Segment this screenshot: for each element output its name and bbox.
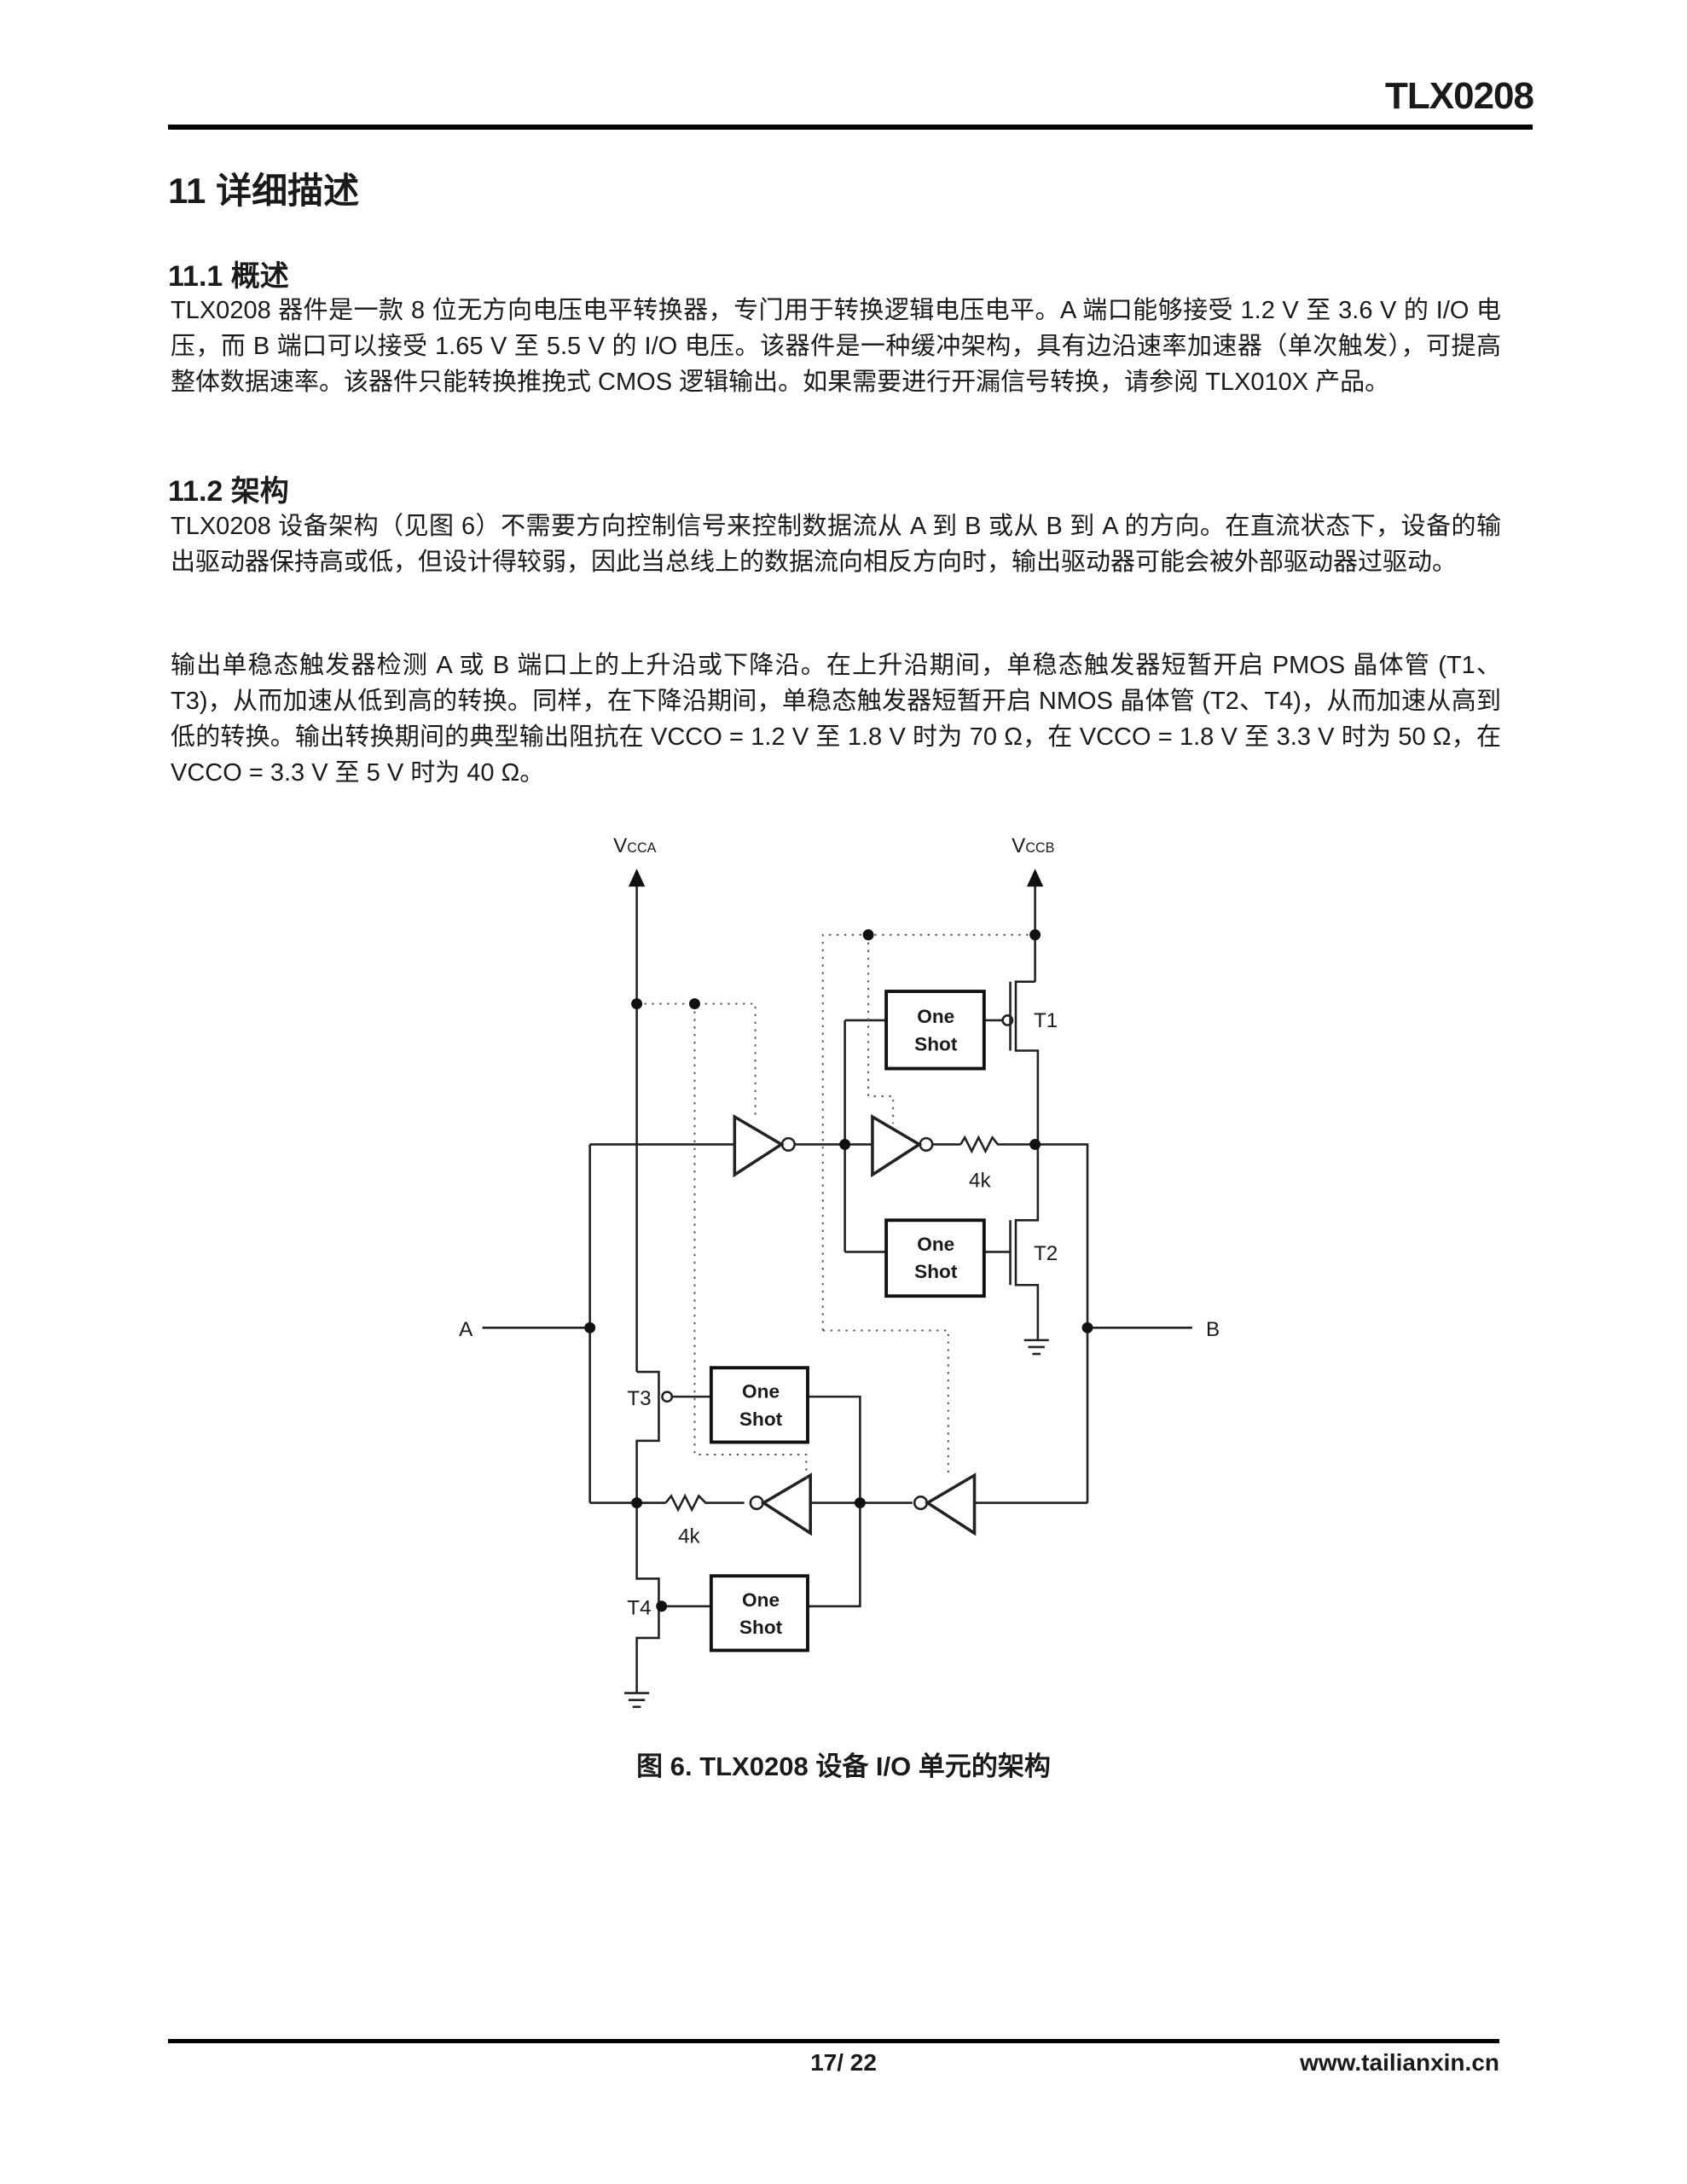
overview-heading: 11.1 概述 bbox=[168, 260, 289, 293]
port-a-label: A bbox=[459, 1318, 473, 1341]
vcca-label: VCCA bbox=[613, 834, 657, 857]
resistor-top-label: 4k bbox=[969, 1170, 991, 1193]
website-link[interactable]: www.tailianxin.cn bbox=[1300, 2049, 1499, 2076]
one-shot-label: One bbox=[917, 1234, 954, 1255]
figure-caption: 图 6. TLX0208 设备 I/O 单元的架构 bbox=[636, 1751, 1051, 1781]
one-shot-box-t1 bbox=[884, 990, 986, 1071]
section-title: 11 详细描述 bbox=[168, 171, 360, 211]
overview-paragraph: TLX0208 器件是一款 8 位无方向电压电平转换器，专门用于转换逻辑电压电平… bbox=[171, 297, 1501, 396]
circuit-wires bbox=[482, 882, 1192, 1709]
one-shot-box-t3 bbox=[709, 1366, 809, 1444]
vccb-label: VCCB bbox=[1012, 834, 1054, 857]
one-shot-boxes bbox=[709, 990, 986, 1653]
vcca-arrow-icon bbox=[628, 868, 646, 887]
t2-label: T2 bbox=[1034, 1242, 1058, 1265]
document-header-title: TLX0208 bbox=[1385, 75, 1534, 117]
one-shot-label: One bbox=[742, 1381, 780, 1403]
header-rule bbox=[168, 125, 1533, 130]
one-shot-box-t2 bbox=[884, 1218, 986, 1298]
footer-rule bbox=[168, 2039, 1499, 2043]
port-b-label: B bbox=[1206, 1318, 1220, 1341]
architecture-paragraph-1: TLX0208 设备架构（见图 6）不需要方向控制信号来控制数据流从 A 到 B… bbox=[171, 513, 1501, 576]
one-shot-label: Shot bbox=[914, 1034, 958, 1055]
one-shot-label: Shot bbox=[739, 1617, 783, 1638]
architecture-heading: 11.2 架构 bbox=[168, 475, 289, 508]
one-shot-label: Shot bbox=[914, 1261, 958, 1282]
junction-dots bbox=[584, 868, 1093, 1612]
dotted-enable-lines bbox=[636, 933, 1035, 1483]
t4-label: T4 bbox=[627, 1596, 651, 1619]
one-shot-label: One bbox=[917, 1006, 954, 1027]
page-number: 17/ 22 bbox=[810, 2049, 877, 2076]
resistor-bottom-label: 4k bbox=[678, 1525, 700, 1548]
t3-label: T3 bbox=[627, 1387, 651, 1410]
t1-label: T1 bbox=[1034, 1009, 1058, 1032]
one-shot-label: One bbox=[742, 1589, 780, 1611]
one-shot-label: Shot bbox=[739, 1409, 783, 1430]
vccb-arrow-icon bbox=[1026, 868, 1044, 887]
one-shot-box-t4 bbox=[709, 1574, 809, 1653]
architecture-paragraph-2: 输出单稳态触发器检测 A 或 B 端口上的上升沿或下降沿。在上升沿期间，单稳态触… bbox=[171, 652, 1501, 787]
